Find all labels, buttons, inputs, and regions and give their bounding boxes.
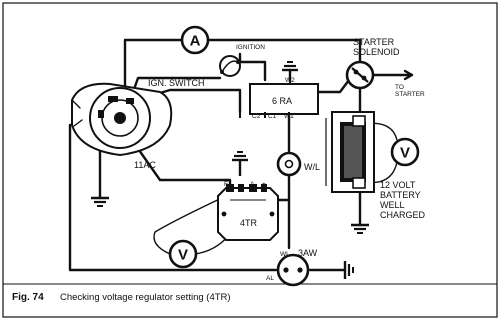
ammeter-label: A — [190, 33, 201, 50]
voltmeter-battery-label: V — [400, 145, 410, 162]
label-well: WELL — [380, 200, 405, 210]
caption-number: Fig. 74 — [12, 292, 44, 303]
figure-caption: Fig. 74 Checking voltage regulator setti… — [12, 292, 231, 303]
battery — [325, 111, 375, 193]
earth-symbols — [91, 61, 369, 279]
earth-battery — [351, 223, 369, 234]
label-6ra: 6 RA — [272, 96, 292, 106]
regulator-4tr — [217, 184, 279, 241]
label-w1: W1 — [284, 113, 294, 120]
earth-3aw — [343, 261, 354, 279]
label-w2: W2 — [285, 77, 295, 84]
labels: IGNITION IGN. SWITCH STARTER SOLENOID TO… — [134, 37, 426, 282]
wire-alt-3aw — [68, 123, 278, 272]
label-3aw: 3AW — [298, 248, 318, 258]
starter-solenoid — [345, 60, 375, 90]
label-aw-al: AL — [266, 275, 274, 282]
ignition-switch — [219, 55, 241, 77]
label-plus: + — [262, 181, 266, 188]
lead-reg-neg — [153, 195, 227, 255]
earth-regulator — [232, 151, 248, 176]
voltmeter-regulator: V — [168, 239, 198, 269]
earth-alternator — [91, 196, 109, 207]
ammeter: A — [180, 25, 210, 55]
voltmeter-battery: V — [390, 137, 420, 167]
caption-text: Checking voltage regulator setting (4TR) — [60, 292, 231, 303]
label-c2: C2 — [252, 113, 261, 120]
wire-ignswitch-relay — [238, 60, 267, 82]
alternator-11ac — [71, 82, 173, 157]
wire-alt-ammeter — [123, 38, 184, 90]
label-to-starter: STARTER — [395, 91, 425, 98]
label-ignition: IGNITION — [236, 44, 265, 51]
label-ign-switch: IGN. SWITCH — [148, 78, 205, 88]
relay-3aw — [276, 253, 310, 287]
label-f: F — [224, 181, 228, 188]
warning-lamp — [276, 151, 302, 177]
label-minus: - — [238, 181, 240, 188]
earth-relay — [282, 61, 298, 72]
label-battery: BATTERY — [380, 190, 421, 200]
label-charged: CHARGED — [380, 210, 426, 220]
label-11ac: 11AC — [134, 160, 156, 170]
label-a: A — [250, 181, 255, 188]
label-wl: W/L — [304, 162, 320, 172]
label-solenoid: SOLENOID — [353, 47, 400, 57]
label-c1: C1 — [268, 113, 277, 120]
label-4tr: 4TR — [240, 218, 258, 228]
relay-6ra — [239, 83, 319, 118]
frame-border — [2, 2, 498, 318]
to-starter-arrow — [398, 69, 414, 81]
voltmeter-regulator-label: V — [178, 247, 188, 264]
label-to: TO — [395, 84, 404, 91]
wire-ammeter-solenoid — [206, 38, 362, 64]
label-aw-wl: WL — [280, 251, 290, 258]
label-starter: STARTER — [353, 37, 395, 47]
label-12-volt: 12 VOLT — [380, 180, 416, 190]
